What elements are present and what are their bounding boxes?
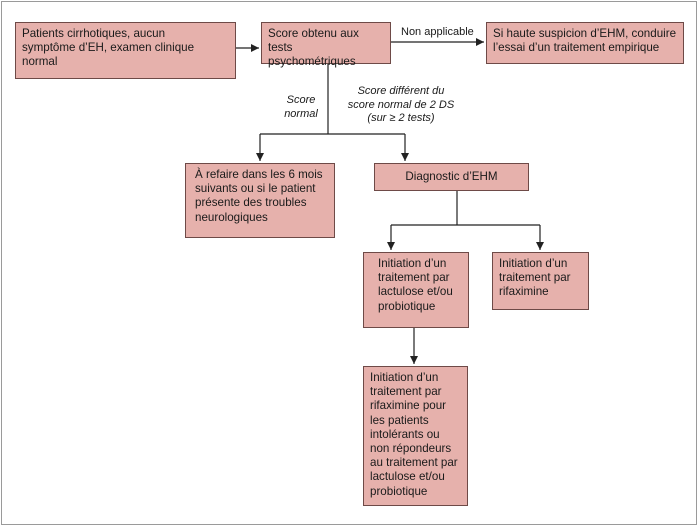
diagnostic-box: Diagnostic d’EHM — [374, 163, 529, 191]
lactulose-box: Initiation d’un traitement par lactulose… — [363, 252, 469, 328]
patients-box: Patients cirrhotiques, aucun symptôme d’… — [15, 22, 236, 79]
score-tests-box: Score obtenu aux tests psychométriques — [261, 22, 391, 68]
refaire-box: À refaire dans les 6 mois suivants ou si… — [185, 163, 335, 238]
rifaximine-box: Initiation d’un traitement par rifaximin… — [492, 252, 589, 310]
label-non-applicable: Non applicable — [401, 26, 474, 38]
label-score-different: Score différent du score normal de 2 DS … — [347, 85, 455, 124]
suspicion-box: Si haute suspicion d’EHM, conduire l’ess… — [486, 22, 684, 64]
label-score-normal: Score normal — [284, 94, 318, 120]
intolerants-box: Initiation d’un traitement par rifaximin… — [363, 366, 468, 506]
